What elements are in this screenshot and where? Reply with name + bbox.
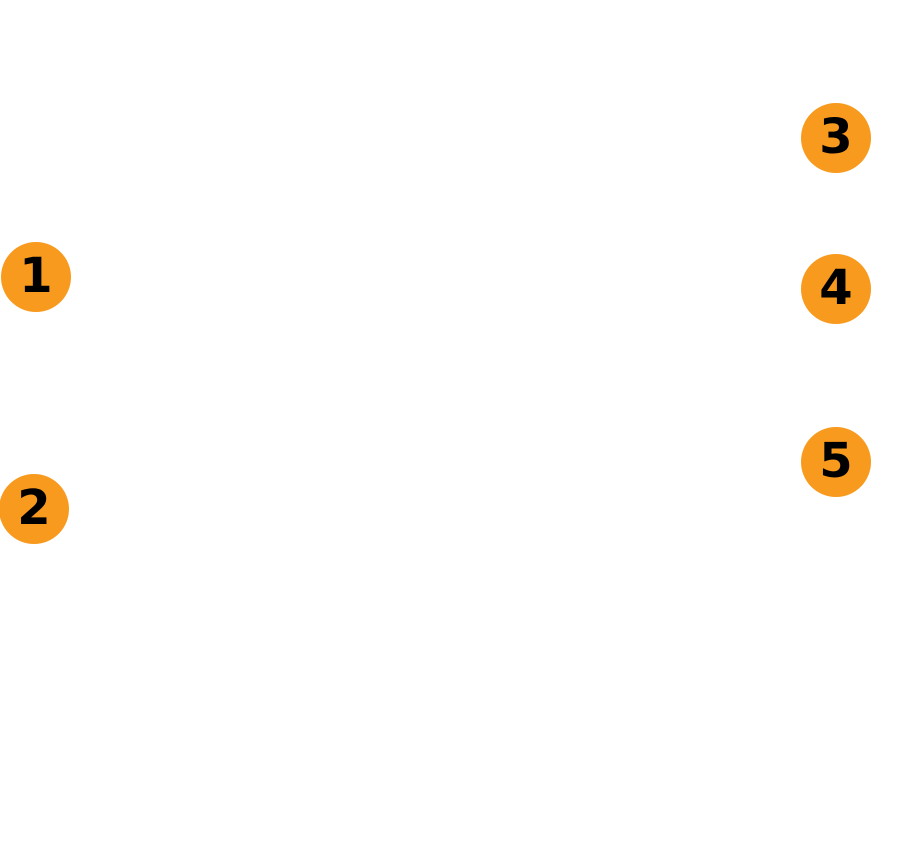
callout-badge-4: 4 — [801, 254, 871, 324]
callout-number: 5 — [819, 433, 853, 489]
callout-badge-3: 3 — [801, 103, 871, 173]
callout-badge-1: 1 — [1, 242, 71, 312]
callout-badge-2: 2 — [0, 474, 69, 544]
callout-number: 3 — [819, 109, 853, 165]
callout-number: 4 — [819, 260, 853, 316]
callout-number: 1 — [19, 248, 53, 304]
callout-badge-5: 5 — [801, 427, 871, 497]
callout-number: 2 — [17, 480, 51, 536]
